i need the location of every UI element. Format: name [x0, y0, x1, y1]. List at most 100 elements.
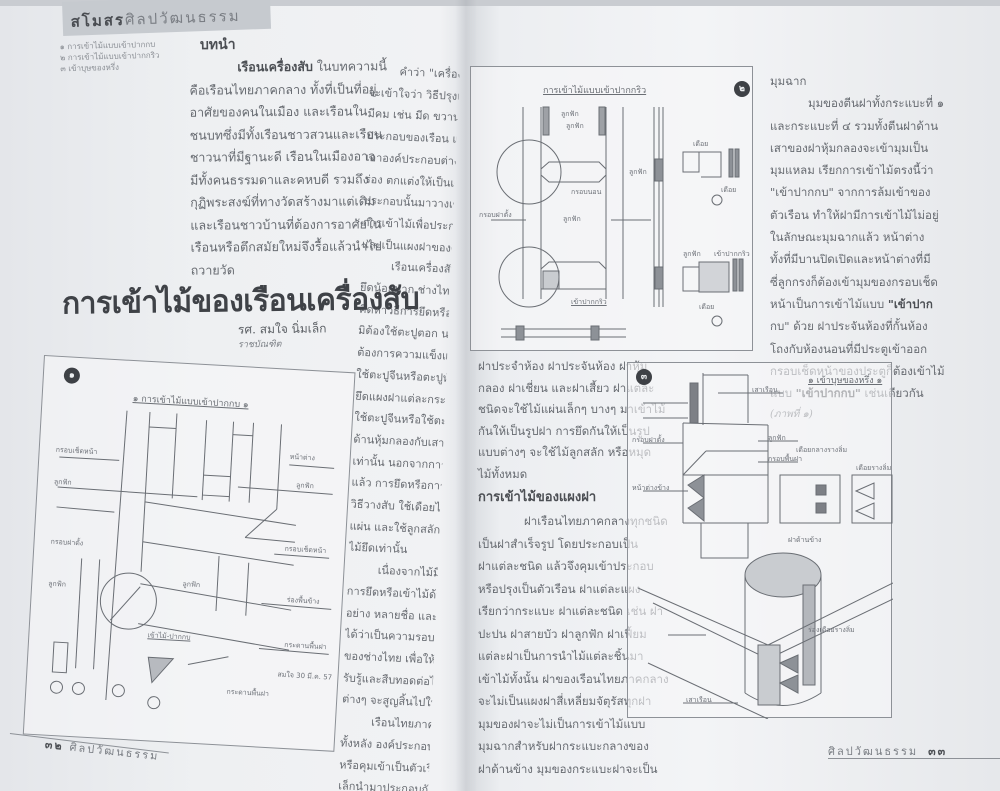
text-line: กบ" ด้วย ฝาประจันห้องที่กั้นห้อง — [770, 319, 928, 334]
intro-lead-bold: เรือนเครื่องสับ — [237, 58, 313, 75]
text-line: หน้าเป็นการเข้าไม้แบบ — [770, 296, 885, 311]
text-line: มุมของตีนฝาทั้งกระแบะที่ ๑ — [808, 96, 945, 111]
text-line: เป็นฝาสำเร็จรูป โดยประกอบเป็น — [478, 536, 639, 551]
drawing-label: ลูกฟัก — [53, 477, 72, 487]
text-line: กลอง ฝาเชี่ยน และฝาเสี้ยว ฝาแต่ละ — [478, 380, 655, 395]
brand-light: ศิลปวัฒนธรรม — [124, 6, 241, 29]
figure-number-badge: ๓ — [636, 369, 652, 385]
text-line: โถงกับห้องนอนที่มีประตูเข้าออก — [770, 341, 928, 356]
text-line: ชนบทซึ่งมีทั้งเรือนชาวสวนและเรือน — [189, 125, 383, 143]
text-line: ฝาแต่ละชนิด แล้วจึงคุมเข้าประกอบ — [478, 559, 654, 573]
figure-1-drawing: ๑ ๑ การเข้าไม้แบบเข้าปากกบ ๑ — [22, 355, 356, 752]
text-line: ไม้ทั้งหมด — [478, 466, 528, 481]
drawing-label: หน้าต่าง — [289, 452, 316, 463]
text-line: เข้าไม้ทั้งนั้น ฝาของเรือนไทยภาคกลาง — [478, 671, 669, 686]
footer-rule-right — [828, 758, 1000, 759]
drawing-label: เข้าปากกริว — [714, 250, 750, 258]
page-number-left: ๓๒ — [44, 737, 65, 753]
section-brand: สโมสรศิลปวัฒนธรรม — [70, 4, 241, 34]
author-role: ราชบัณฑิต — [237, 339, 282, 351]
figure-3-drawing: ๓ ๑ เข้าบุษของหรึ่ง ๑ — [627, 362, 893, 719]
drawing-label: ร่องพื้นข้าง — [286, 595, 320, 606]
joinery-sketch-icon — [49, 410, 335, 710]
drawing-label: ฝาด้านข้าง — [788, 536, 822, 544]
text-line: แบบต่างๆ จะใช้ไม้ลูกสลัก หรือหมุด — [478, 445, 652, 459]
text-line: ชนิดจะใช้ไม้แผ่นเล็กๆ บางๆ มาเข้าไม้ — [478, 402, 666, 416]
text-line: มุมของฝาจะไม่เป็นการเข้าไม้แบบ — [478, 716, 646, 731]
drawing-label: ลูกฟัก — [563, 215, 581, 223]
text-line: ตัวเรือน ทำให้ฝามีการเข้าไม้ไม่อยู่ — [770, 207, 939, 222]
joinery-sketch-icon — [637, 373, 893, 719]
text-line: กุฏิพระสงฆ์ที่ทางวัดสร้างมาแต่เดิม — [190, 193, 376, 210]
text-line: ปะปน ฝาสายบัว ฝาลูกฟัก ฝาเฟี้ยม — [478, 626, 647, 641]
drawing-label: ลูกฟัก — [295, 481, 315, 491]
page-footer-right: ศิลปวัฒนธรรม ๓๓ — [828, 742, 947, 760]
page-number-right: ๓๓ — [928, 745, 948, 758]
figure-index: ๑ การเข้าไม้แบบเข้าปากกบ ๒ การเข้าไม้แบบ… — [60, 39, 160, 75]
text-line: ไม้ยึดเท่านั้น — [348, 541, 408, 557]
text-line: ทั้งที่มีบานปิดเปิดและหน้าต่างที่มี — [770, 252, 931, 267]
drawing-label: กรอบฝาตั้ง — [479, 211, 512, 219]
text-line: มีทั้งคนธรรมดาและคหบดี รวมถึง — [190, 170, 369, 188]
text-line: มุมแหลม เรียกการเข้าไม้ตรงนี้ว่า — [770, 163, 934, 178]
text-line: ในลักษณะมุมฉากแล้ว หน้าต่าง — [770, 230, 925, 245]
drawing-label: ลูกฟัก — [683, 250, 701, 258]
figure-caption: การเข้าไม้แบบเข้าปากกริว — [543, 86, 647, 96]
text-line: เรือนหรือตึกสมัยใหม่จึงรื้อแล้วนำไป — [190, 238, 382, 255]
drawing-label: กระดานพื้นฝา — [226, 687, 270, 699]
magazine-name-right: ศิลปวัฒนธรรม — [828, 745, 919, 758]
drawing-label: เดือย — [699, 303, 715, 311]
text-line: หรือปรุงเป็นตัวเรือน ฝาแต่ละแผง — [478, 581, 641, 596]
drawing-label: ลูกฟัก — [48, 579, 67, 589]
drawing-label: ลูกฟัก — [629, 168, 647, 176]
text-line: และเป็นแผงฝาของตัวเรือน — [361, 237, 460, 256]
page-top-edge — [0, 0, 1000, 6]
drawing-label: กรอบพื้นฝา — [768, 455, 803, 463]
drawing-label: เดือยรางลิ่ม — [856, 464, 892, 472]
figure-2-drawing: ๒ การเข้าไม้แบบเข้าปากกริว — [470, 66, 753, 351]
text-line: เรียกว่ากระแบะ ฝาแต่ละชนิด เช่น ฝา — [478, 604, 664, 618]
intro-column: เรือนเครื่องสับ ในบทความนี้ คือเรือนไทยภ… — [189, 55, 388, 281]
text-line: และกระแบะที่ ๔ รวมทั้งตีนฝาด้าน — [770, 118, 939, 133]
text-line: ต่างๆ จะสูญสิ้นไปในอนาคต — [341, 692, 460, 712]
text-line: ฝาด้านข้าง มุมของกระแบะฝาจะเป็น — [478, 761, 658, 776]
drawing-label: เดือย — [721, 186, 737, 194]
drawing-label: เข้าไม้-ปากกบ — [147, 631, 191, 642]
text-line: ชาวนาที่มีฐานะดี เรือนในเมืองอาจ — [189, 148, 376, 165]
section-heading: การเข้าไม้ของแผงฝา — [478, 490, 597, 505]
figure-caption: ๑ เข้าบุษของหรึ่ง ๑ — [808, 376, 883, 386]
drawing-label: เสาเรือน — [752, 386, 778, 394]
drawing-label: หน้าต่างข้าง — [632, 484, 670, 492]
drawing-label: ลูกฟัก — [561, 110, 579, 118]
drawing-label: กรอบเช็ดหน้า — [55, 445, 98, 457]
drawing-label: กรอบเช็ดหน้า — [284, 544, 327, 556]
drawing-label: กรอบฝาตั้ง — [632, 436, 665, 444]
text-line: แต่ละฝาเป็นการนำไม้แต่ละชิ้นมา — [478, 649, 644, 663]
drawing-label: กรอบฝาตั้ง — [50, 537, 84, 548]
drawing-label: กระดานพื้นฝา — [283, 640, 327, 652]
text-line: ซี่ลูกกรงก็ต้องเข้ามุมของกรอบเช็ด — [770, 274, 938, 289]
text-line: มุมฉากสำหรับฝากระแบะกลางของ — [478, 739, 649, 753]
drawing-label: เดือย — [693, 140, 709, 148]
body-column-d: ฝาเรือนไทยภาคกลางทุกชนิด เป็นฝาสำเร็จรูป… — [478, 510, 669, 780]
text-line: มุมฉาก — [770, 74, 807, 88]
text-line: จะไม่เป็นแผงฝาสี่เหลี่ยมจัตุรัสทุกฝา — [478, 694, 652, 708]
text-line: คือเรือนไทยภาคกลาง ทั้งที่เป็นที่อยู่ — [189, 80, 377, 98]
drawing-label: เข้าปากกริว — [571, 298, 607, 306]
drawing-label: ลูกฟัก — [182, 580, 201, 590]
drawing-label: เดือยกลางรางลิ่ม — [796, 446, 848, 454]
body-column-c: ฝาประจำห้อง ฝาประจันห้อง ฝาหุ้ม กลอง ฝาเ… — [478, 356, 665, 485]
joinery-sketch-icon — [491, 106, 744, 341]
drawing-label: ร่องเดือยรางลิ่ม — [808, 626, 855, 634]
figure-number-badge: ๒ — [734, 81, 750, 97]
drawing-label: ลูกฟัก — [566, 122, 584, 130]
text-line: เสาของฝาหุ้มกลองจะเข้ามุมเป็น — [770, 140, 929, 155]
text-line: ฝาประจำห้อง ฝาประจันห้อง ฝาหุ้ม — [478, 359, 648, 373]
brand-bold: สโมสร — [70, 10, 126, 31]
drawing-label: ลูกฟัก — [768, 434, 786, 442]
text-line: และเรือนชาวบ้านที่ต้องการอาศัยใน — [190, 215, 382, 233]
drawing-label: เสาเรือน — [686, 696, 712, 704]
text-line: "เข้าปากกบ" จากการล้มเข้าของ — [770, 185, 931, 200]
text-line: กันให้เป็นรูปฝา การยึดกันให้เป็นรูป — [478, 423, 650, 438]
text-line: อาศัยของคนในเมือง และเรือนใน — [189, 103, 368, 120]
